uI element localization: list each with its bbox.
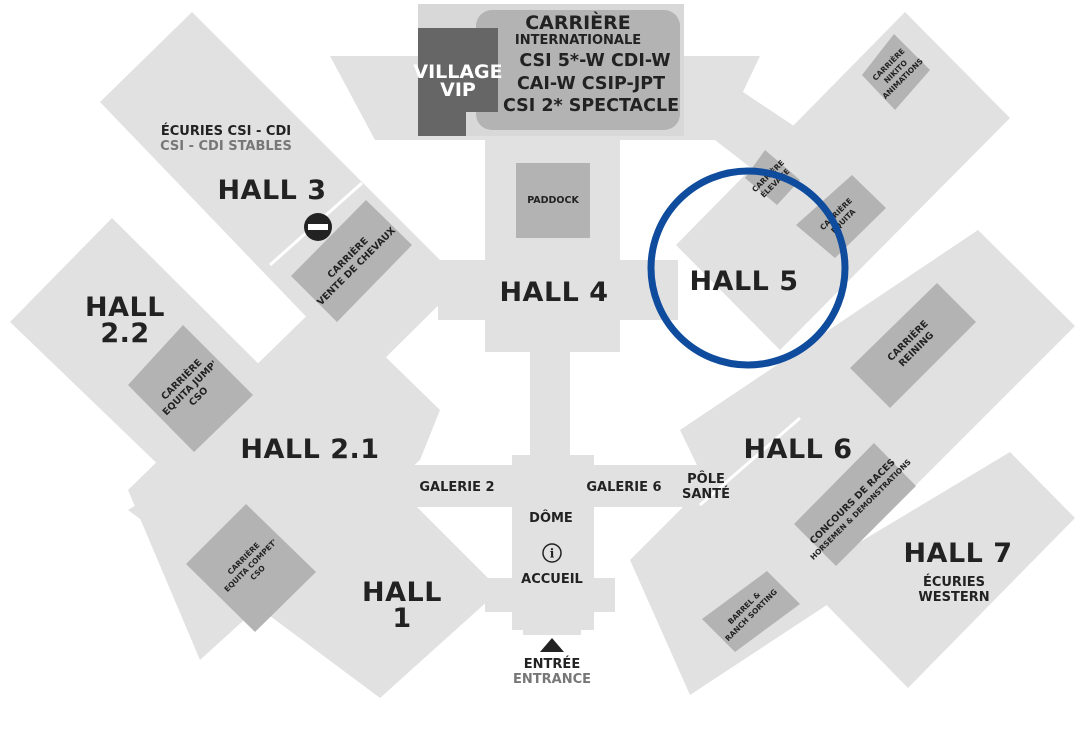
hall-7-sub-line2: WESTERN bbox=[918, 590, 989, 605]
hall-1-label-line1: HALL bbox=[362, 577, 442, 608]
carriere-internationale-arena[interactable] bbox=[476, 10, 680, 130]
accueil-label: ACCUEIL bbox=[521, 572, 583, 587]
hall-2-2-label-line1: HALL bbox=[85, 292, 165, 323]
entrance-arrow-icon bbox=[540, 638, 564, 652]
internationale-events-line1: CSI 5*-W CDI-W bbox=[519, 51, 670, 71]
hall-7-floor[interactable] bbox=[800, 452, 1075, 688]
hall-6-lower-floor[interactable] bbox=[630, 430, 880, 695]
hall-4-label: HALL 4 bbox=[499, 277, 608, 308]
hall-2-2-label-line2: 2.2 bbox=[100, 318, 149, 349]
hall-1-label-line2: 1 bbox=[392, 603, 411, 634]
hall-3-label: HALL 3 bbox=[217, 175, 326, 206]
entree-label[interactable]: ENTRÉE bbox=[524, 656, 580, 672]
pole-sante-line2: SANTÉ bbox=[682, 486, 730, 502]
galerie-6-label: GALERIE 6 bbox=[586, 480, 661, 495]
hall-5-upper-arm bbox=[715, 90, 800, 175]
arena-equita-compet[interactable] bbox=[186, 504, 316, 632]
internationale-title-line1: CARRIÈRE bbox=[525, 11, 631, 34]
hall-7-label: HALL 7 bbox=[903, 538, 1012, 569]
village-vip-line1: VILLAGE bbox=[413, 61, 502, 83]
pole-sante-line1: PÔLE bbox=[687, 471, 725, 487]
info-icon[interactable]: i bbox=[542, 543, 562, 563]
arena-nikito[interactable] bbox=[862, 34, 930, 110]
hall-5-highlight-ring bbox=[647, 167, 849, 369]
internationale-events-line3: CSI 2* SPECTACLE bbox=[503, 96, 679, 116]
entrance-vestibule bbox=[523, 605, 581, 635]
hall-4-connector-left bbox=[438, 260, 488, 320]
entrance-label[interactable]: ENTRANCE bbox=[513, 672, 591, 687]
village-vip-line2: VIP bbox=[440, 79, 476, 101]
ecuries-csi-label: ÉCURIES CSI - CDI bbox=[161, 123, 291, 139]
central-spine bbox=[530, 345, 570, 475]
no-entry-icon bbox=[304, 213, 332, 241]
internationale-title-line2: INTERNATIONALE bbox=[515, 33, 641, 48]
arena-reining[interactable] bbox=[850, 283, 976, 408]
galerie-2-label: GALERIE 2 bbox=[419, 480, 494, 495]
ecuries-csi-stables-label: CSI - CDI STABLES bbox=[160, 139, 292, 154]
hall-7-sub-line1: ÉCURIES bbox=[923, 574, 985, 590]
hall-6-label: HALL 6 bbox=[743, 434, 852, 465]
hall-5-label: HALL 5 bbox=[689, 266, 798, 297]
internationale-events-line2: CAI-W CSIP-JPT bbox=[517, 74, 665, 94]
hall-2-1-label: HALL 2.1 bbox=[240, 434, 379, 465]
arena-equita-jump[interactable] bbox=[128, 325, 253, 452]
village-vip-zone[interactable] bbox=[418, 28, 498, 136]
hall-5-floor[interactable] bbox=[676, 12, 1010, 350]
info-symbol: i bbox=[550, 547, 555, 561]
arena-concours-races[interactable] bbox=[794, 443, 916, 566]
arena-barrel[interactable] bbox=[702, 571, 800, 652]
arena-boxes bbox=[128, 34, 976, 652]
hall-1-floor[interactable] bbox=[128, 400, 500, 698]
arena-vente-chevaux[interactable] bbox=[291, 200, 412, 322]
dome-label: DÔME bbox=[529, 510, 573, 526]
paddock-box[interactable] bbox=[516, 163, 590, 238]
paddock-label: PADDOCK bbox=[527, 195, 579, 206]
arena-equita[interactable] bbox=[796, 175, 886, 258]
